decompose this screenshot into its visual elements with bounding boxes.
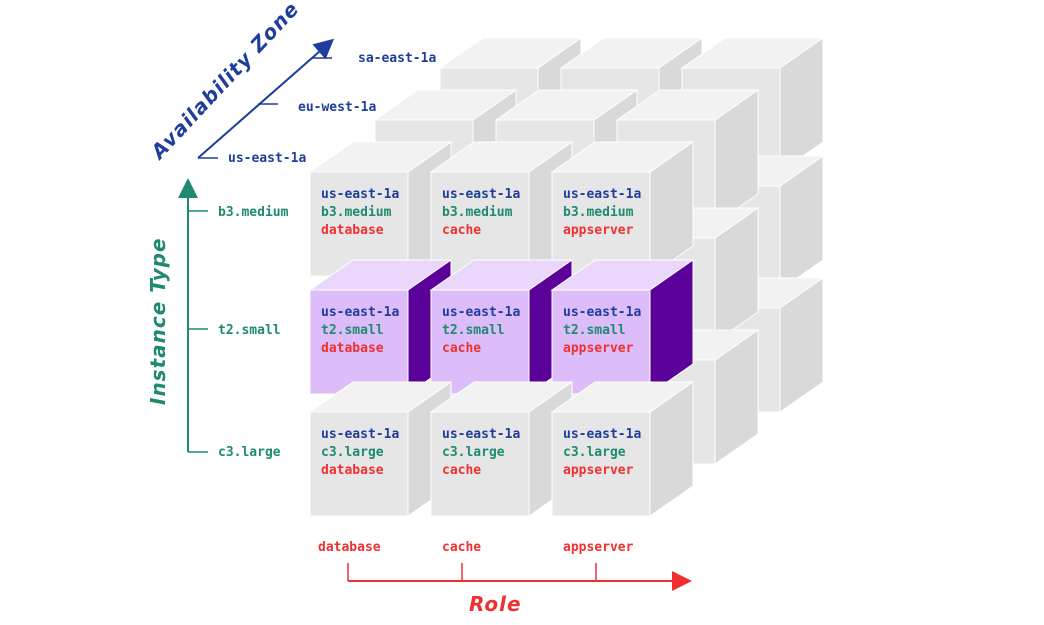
zone-tick-label: sa-east-1a [358, 51, 436, 66]
cube-zone-label: us-east-1a [563, 305, 641, 320]
instance-axis: c3.large t2.small b3.medium Instance Typ… [146, 178, 289, 460]
instance-tick-label: c3.large [218, 445, 281, 460]
cube-role-label: appserver [563, 341, 634, 356]
cube-zone-label: us-east-1a [563, 187, 641, 202]
cube-role-label: cache [442, 223, 481, 238]
role-axis-title: Role [469, 592, 522, 616]
zone-axis-line [197, 38, 335, 159]
role-tick-label: appserver [563, 540, 634, 555]
cube-instance-label: b3.medium [442, 205, 513, 220]
zone-tick-label: eu-west-1a [298, 100, 376, 115]
front-cube: us-east-1a t2.small appserver [550, 259, 695, 395]
cube-zone-label: us-east-1a [442, 187, 520, 202]
cube-role-label: cache [442, 341, 481, 356]
cube-instance-label: b3.medium [321, 205, 392, 220]
cube-role-label: cache [442, 463, 481, 478]
front-cube: us-east-1a c3.large cache [429, 381, 574, 517]
role-axis: database cache appserver Role [318, 540, 692, 616]
cube-role-label: appserver [563, 463, 634, 478]
instance-axis-title: Instance Type [146, 237, 170, 405]
cube-role-label: appserver [563, 223, 634, 238]
cube-instance-label: t2.small [442, 323, 505, 338]
cube-role-label: database [321, 223, 384, 238]
cube-zone-label: us-east-1a [321, 187, 399, 202]
cube-instance-label: b3.medium [563, 205, 634, 220]
cube-instance-label: c3.large [321, 445, 384, 460]
role-tick-label: database [318, 540, 381, 555]
cube-zone-label: us-east-1a [321, 305, 399, 320]
cube-instance-label: c3.large [563, 445, 626, 460]
cube-role-label: database [321, 341, 384, 356]
zone-tick-label: us-east-1a [228, 151, 306, 166]
front-cube: us-east-1a b3.medium database [308, 141, 453, 277]
instance-tick-label: t2.small [218, 323, 281, 338]
cube-zone-label: us-east-1a [321, 427, 399, 442]
instance-tick-label: b3.medium [218, 205, 289, 220]
cube-front-face [430, 411, 530, 517]
zone-axis-title: Availability Zone [145, 0, 304, 165]
front-cube: us-east-1a c3.large appserver [550, 381, 695, 517]
front-cube: us-east-1a b3.medium appserver [550, 141, 695, 277]
cube-instance-label: t2.small [321, 323, 384, 338]
cube-role-label: database [321, 463, 384, 478]
front-cube: us-east-1a b3.medium cache [429, 141, 574, 277]
front-cube: us-east-1a t2.small cache [429, 259, 574, 395]
cube-front-face [309, 411, 409, 517]
cube-zone-label: us-east-1a [563, 427, 641, 442]
front-cube: us-east-1a c3.large database [308, 381, 453, 517]
front-cube: us-east-1a t2.small database [308, 259, 453, 395]
cube-instance-label: c3.large [442, 445, 505, 460]
cube-zone-label: us-east-1a [442, 305, 520, 320]
role-tick-label: cache [442, 540, 481, 555]
cube-grid: us-east-1a b3.medium database us-east-1a b3.… [308, 37, 825, 517]
cube-front-face [551, 411, 651, 517]
cube-instance-label: t2.small [563, 323, 626, 338]
cube-zone-label: us-east-1a [442, 427, 520, 442]
